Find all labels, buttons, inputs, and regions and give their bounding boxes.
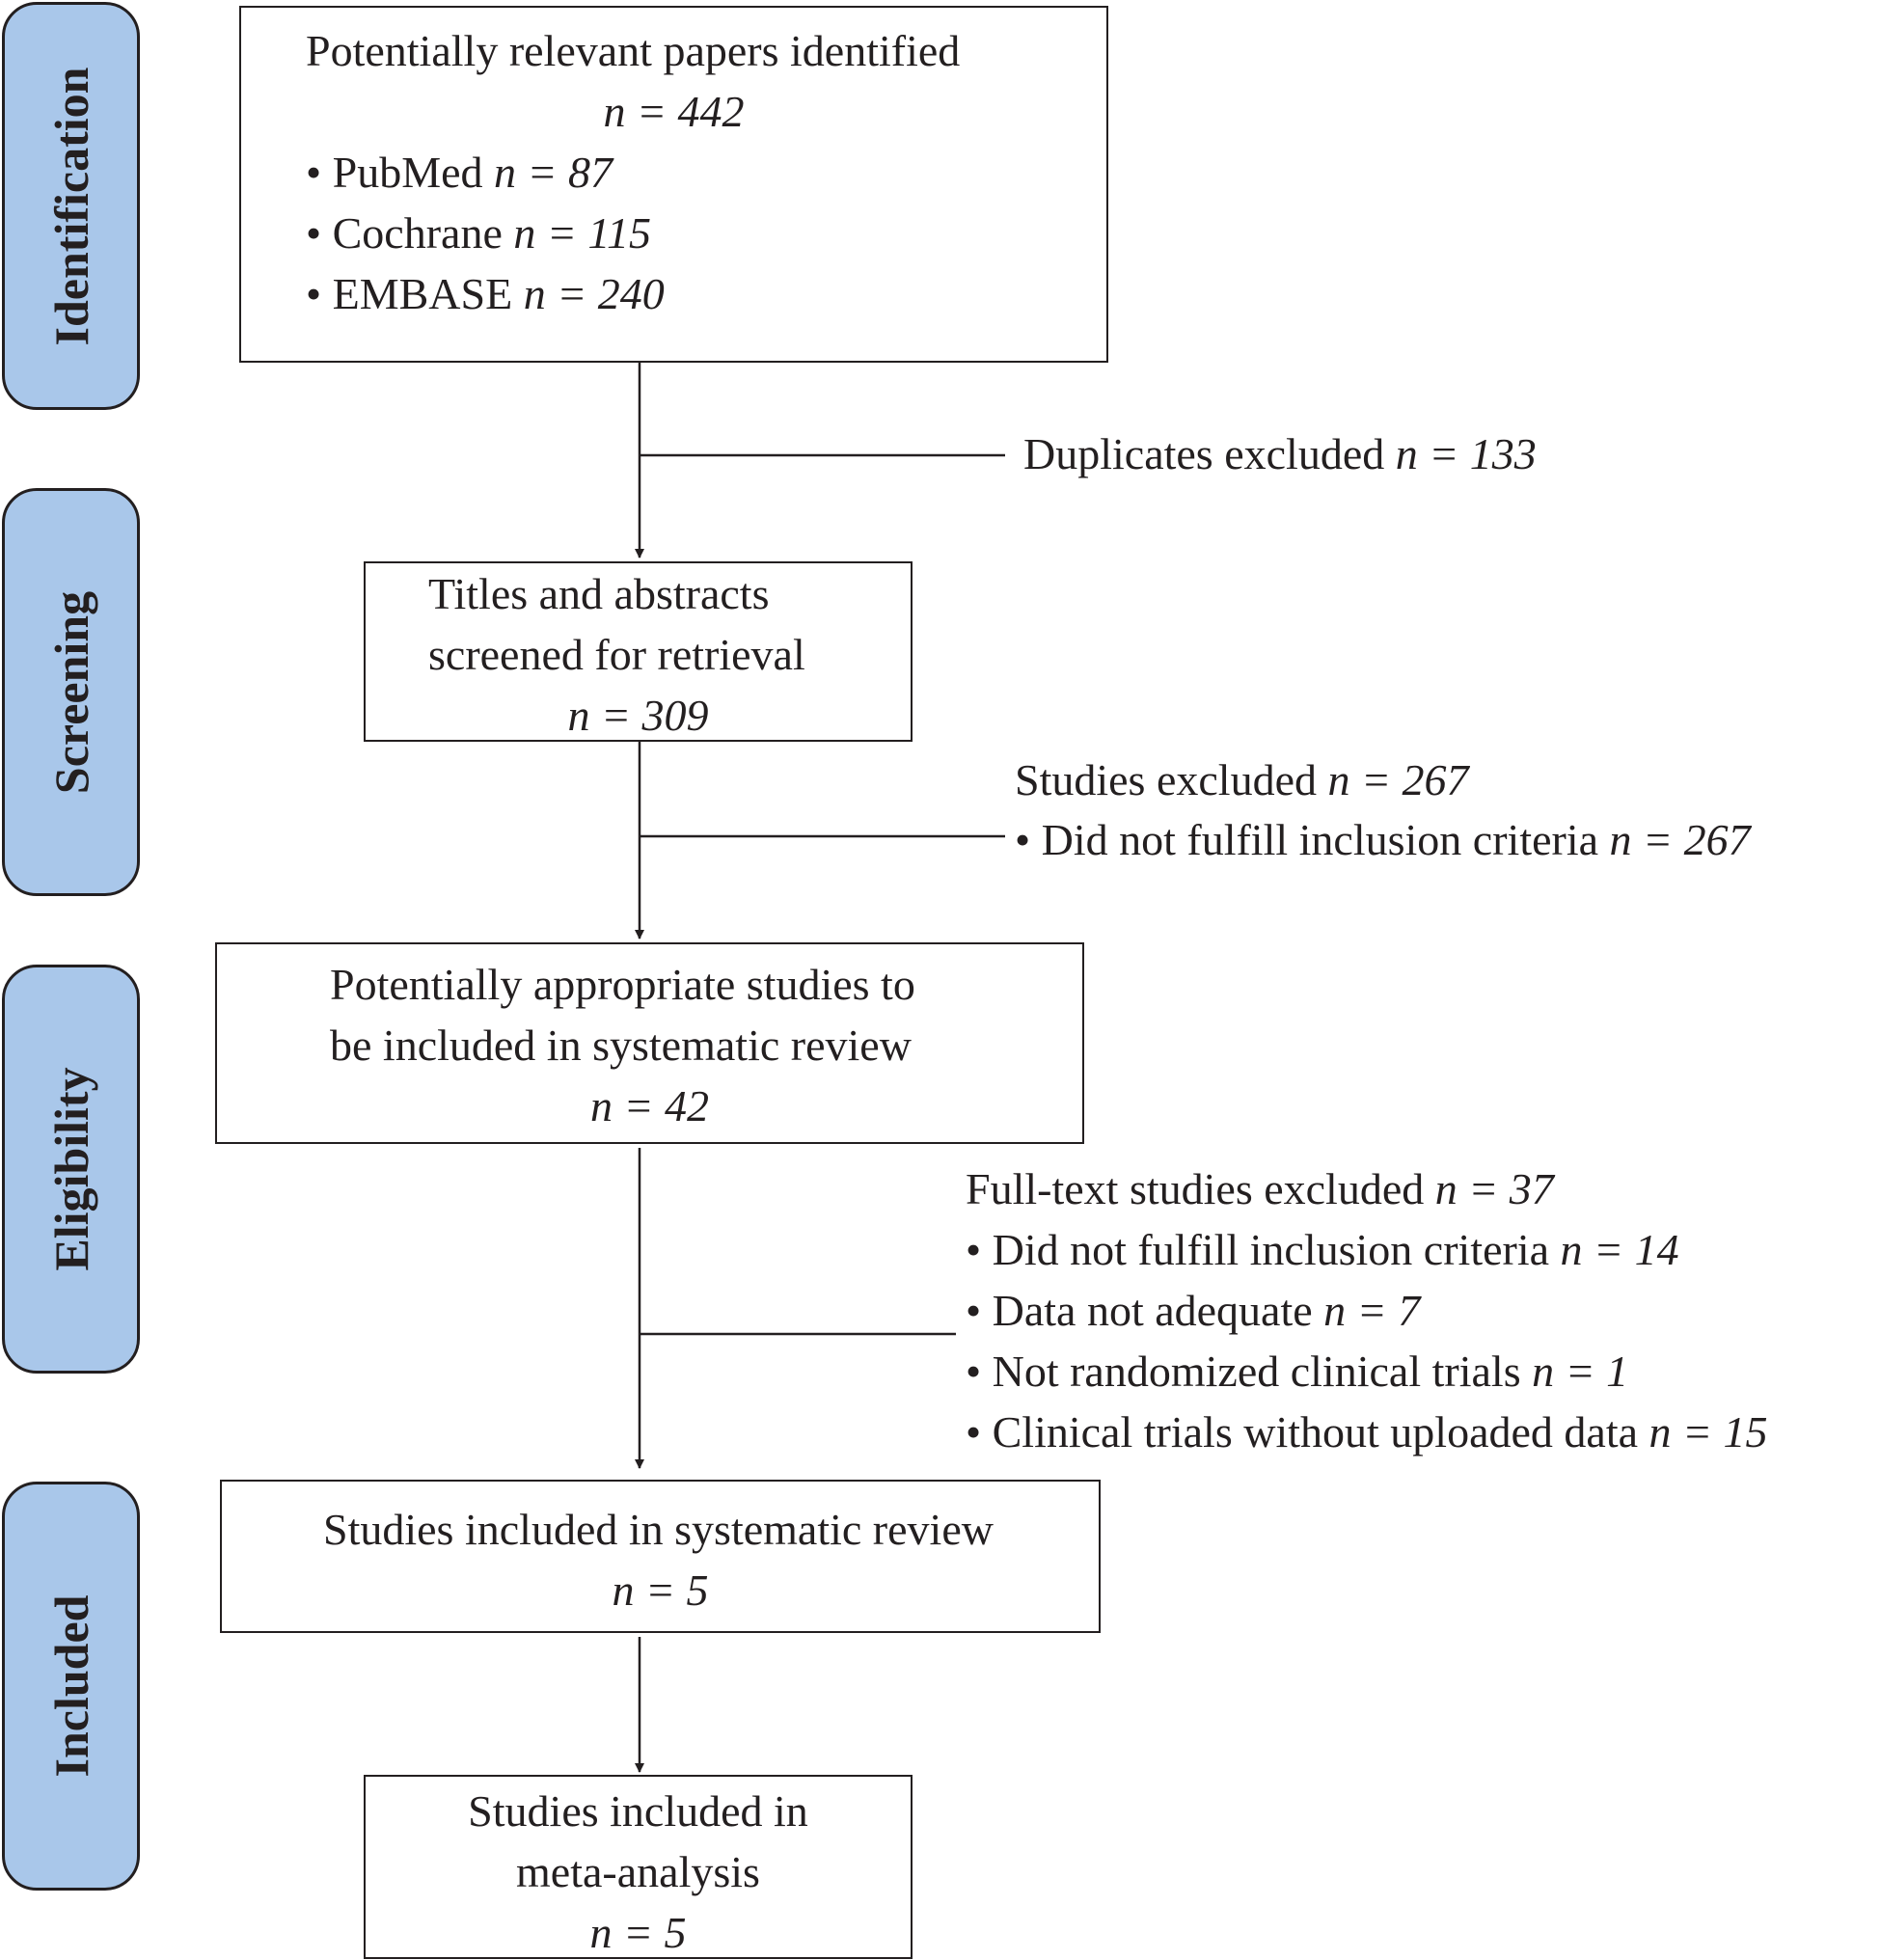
reason-count: n = 267 [1609,815,1751,864]
screen-excluded-heading: Studies excluded n = 267 [1015,758,1469,803]
meta-count-row: n = 5 [366,1911,911,1955]
fulltext-reason: • Not randomized clinical trials n = 1 [966,1347,1629,1396]
source-count: n = 115 [513,208,652,258]
reason-label: Did not fulfill inclusion criteria [992,1225,1550,1274]
reason-count: n = 14 [1560,1225,1679,1274]
eligible-line1: Potentially appropriate studies to [330,960,915,1009]
fulltext-reason: • Clinical trials without uploaded data … [966,1407,1768,1456]
fulltext-excluded-count: n = 37 [1434,1164,1554,1213]
screened-count-row: n = 309 [366,694,911,738]
meta-line2: meta-analysis [516,1847,760,1896]
reason-count: n = 15 [1648,1407,1768,1456]
reason-count: n = 7 [1323,1286,1421,1335]
review-line1: Studies included in systematic review [323,1505,994,1554]
phase-eligibility-label: Eligibility [43,1067,98,1271]
screened-line1: Titles and abstracts [428,569,770,618]
screen-excluded-label: Studies excluded [1015,755,1317,804]
phase-identification: Identification [2,2,140,410]
duplicates-excluded: Duplicates excluded n = 133 [1023,432,1537,476]
screened-line2: screened for retrieval [428,630,805,679]
phase-eligibility: Eligibility [2,965,140,1374]
source-name: EMBASE [332,269,513,318]
reason-count: n = 1 [1532,1347,1629,1396]
review-box: Studies included in systematic review n … [220,1480,1101,1633]
phase-included: Included [2,1482,140,1891]
source-item-cochrane: • Cochrane n = 115 [306,208,652,258]
screen-excluded-count: n = 267 [1327,755,1469,804]
phase-identification-label: Identification [43,67,98,345]
eligible-count-row: n = 42 [217,1084,1082,1129]
source-item-pubmed: • PubMed n = 87 [306,148,613,197]
meta-count: n = 5 [589,1908,687,1957]
fulltext-reason: • Did not fulfill inclusion criteria n =… [966,1225,1679,1274]
reason-label: Data not adequate [992,1286,1313,1335]
identified-box: Potentially relevant papers identified n… [239,6,1108,363]
phase-included-label: Included [43,1594,98,1778]
identified-count-row: n = 442 [241,90,1106,134]
screened-count: n = 309 [567,691,709,740]
source-count: n = 87 [494,148,613,197]
source-item-embase: • EMBASE n = 240 [306,269,665,318]
phase-screening: Screening [2,488,140,896]
meta-box: Studies included in meta-analysis n = 5 [364,1775,913,1959]
source-name: PubMed [332,148,483,197]
review-count-row: n = 5 [222,1568,1099,1613]
fulltext-excluded-label: Full-text studies excluded [966,1164,1425,1213]
eligible-count: n = 42 [589,1081,710,1130]
eligible-line2: be included in systematic review [330,1021,912,1070]
review-count: n = 5 [612,1565,709,1615]
source-name: Cochrane [332,208,503,258]
identified-title: Potentially relevant papers identified [306,26,961,75]
duplicates-count: n = 133 [1395,429,1537,478]
phase-screening-label: Screening [43,590,98,794]
fulltext-excluded-heading: Full-text studies excluded n = 37 [966,1167,1554,1211]
identified-count: n = 442 [603,87,745,136]
meta-line1: Studies included in [468,1786,808,1836]
fulltext-reason: • Data not adequate n = 7 [966,1286,1421,1335]
eligible-box: Potentially appropriate studies to be in… [215,942,1084,1144]
source-count: n = 240 [523,269,665,318]
reason-label: Not randomized clinical trials [992,1347,1521,1396]
reason-label: Did not fulfill inclusion criteria [1041,815,1599,864]
duplicates-label: Duplicates excluded [1023,429,1385,478]
screen-excluded-reason: • Did not fulfill inclusion criteria n =… [1015,815,1751,864]
reason-label: Clinical trials without uploaded data [992,1407,1639,1456]
screened-box: Titles and abstracts screened for retrie… [364,561,913,742]
